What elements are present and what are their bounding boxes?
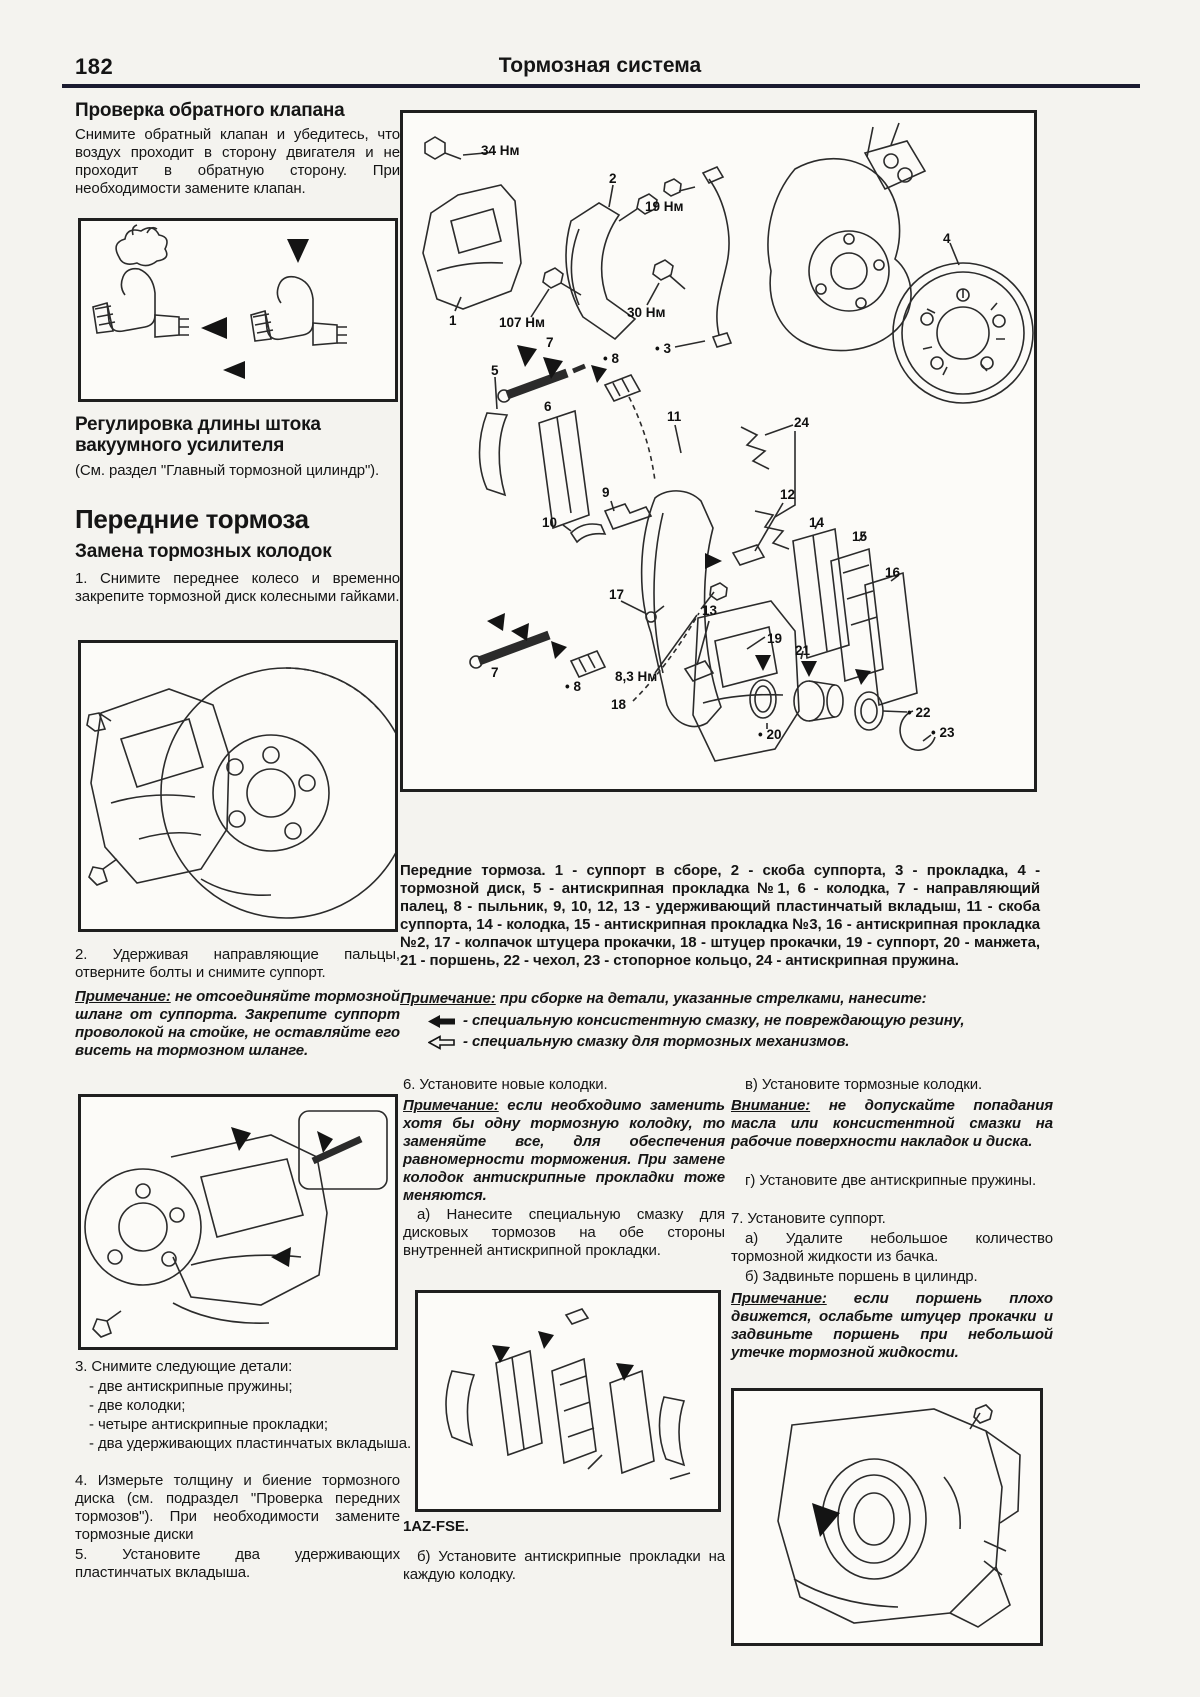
label-part-21: 21 [795,643,811,658]
label-torque-30nm: 30 Нм [627,305,666,320]
warning-note: Внимание: не допускайте попадания масла … [731,1097,1053,1151]
booster-rod-body: (См. раздел "Главный тормозной цилиндр")… [75,462,380,479]
step-6v: в) Установите тормозные колодки. [745,1076,983,1093]
note-1-body: не отсоединяйте тормозной шланг от суппо… [75,988,400,1059]
note-pads: Примечание: если необходимо заменить хот… [403,1097,725,1205]
diagram-caption: Передние тормоза. 1 - суппорт в сборе, 2… [400,862,1040,969]
label-torque-107nm: 107 Нм [499,315,546,330]
label-part-19: 19 [767,631,783,646]
label-part-7a: 7 [546,335,554,350]
warning-body: не допускайте попадания масла или консис… [731,1097,1053,1150]
caliper-piston-drawing [777,1404,1021,1628]
pads-drawing [445,1308,691,1480]
label-part-4: 4 [943,231,951,246]
note-pads-body: если необходимо заменить хотя бы одну то… [403,1097,725,1204]
label-part-20: • 20 [758,727,782,742]
note-1: Примечание: не отсоединяйте тормозной шл… [75,988,400,1060]
outline-arrow-icon [428,1034,455,1050]
step-7a: а) Удалите небольшое количество тормозно… [731,1230,1053,1265]
step-3-item-1: - две антискрипные пружины; [89,1378,293,1395]
section-title-booster-rod: Регулировка длины штока вакуумного усили… [75,414,321,457]
assembly-note-intro: при сборке на детали, указанные стрелкам… [495,990,927,1007]
step-6b: б) Установите антискрипные прокладки на … [403,1548,725,1583]
label-part-3: • 3 [655,341,671,356]
label-part-16: 16 [885,565,901,580]
page-title: Тормозная система [498,54,702,77]
label-part-1: 1 [449,313,457,328]
page-number: 182 [75,54,114,79]
section-subtitle-pad-replacement: Замена тормозных колодок [75,541,332,562]
step-3-item-2: - две колодки; [89,1397,186,1414]
label-part-14: 14 [809,515,825,530]
label-part-17: 17 [609,587,625,602]
step-1: 1. Снимите переднее колесо и временно за… [75,570,400,605]
header-rule [62,84,1140,88]
section-title-check-valve: Проверка обратного клапана [75,100,345,121]
caliper-drawing-1 [86,667,395,919]
step-7: 7. Установите суппорт. [731,1210,886,1227]
step-3: 3. Снимите следующие детали: [75,1358,293,1375]
note-piston-label: Примечание: [731,1290,827,1307]
step-6: 6. Установите новые колодки. [403,1076,608,1093]
label-part-23: • 23 [931,725,955,740]
note-piston: Примечание: если поршень плохо движется,… [731,1290,1053,1362]
step-6g: г) Установите две антискрипные пружины. [745,1172,1037,1189]
label-part-13: 13 [702,603,718,618]
assembly-note-item-outline: - специальную смазку для тормозных механ… [463,1033,850,1050]
step-7b: б) Задвиньте поршень в цилиндр. [745,1268,978,1285]
note-1-label: Примечание: [75,988,171,1005]
check-valve-body: Снимите обратный клапан и убедитесь, что… [75,126,400,197]
assembly-note-label: Примечание: [400,990,496,1007]
step-3-item-4: - два удерживающих пластинчатых вкладыша… [89,1435,412,1452]
label-torque-34nm: 34 Нм [481,143,520,158]
label-part-18: 18 [611,697,627,712]
assembly-note: Примечание: при сборке на детали, указан… [400,990,1040,1051]
note-piston-body: если поршень плохо движется, ослабьте шт… [731,1290,1053,1361]
filled-arrow-icon [428,1014,455,1029]
label-part-5: 5 [491,363,499,378]
label-part-12: 12 [780,487,796,502]
warning-label: Внимание: [731,1097,811,1114]
engine-variant-label: 1AZ-FSE. [403,1518,469,1535]
section-title-front-brakes: Передние тормоза [75,504,309,534]
caliper-drawing-2 [84,1110,388,1338]
label-part-22: • 22 [907,705,931,720]
step-4: 4. Измерьте толщину и биение тормозного … [75,1472,400,1543]
pads-figure [415,1290,721,1512]
caliper-figure-2 [78,1094,398,1350]
assembly-note-item-filled: - специальную консистентную смазку, не п… [463,1012,965,1029]
label-part-24: 24 [794,415,810,430]
step-5: 5. Установите два удерживающих пластинча… [75,1546,400,1581]
check-valve-drawing [92,224,347,379]
label-part-10: 10 [542,515,558,530]
label-part-11: 11 [667,409,682,424]
check-valve-figure [78,218,398,402]
caliper-piston-figure [731,1388,1043,1646]
label-part-8b: • 8 [565,679,581,694]
note-pads-label: Примечание: [403,1097,499,1114]
label-part-8a: • 8 [603,351,619,366]
exploded-diagram-drawing [422,122,1034,762]
label-torque-19nm: 19 Нм [645,199,684,214]
exploded-diagram-figure: 34 Нм 2 19 Нм 107 Нм 30 Нм • 3 1 4 5 7 •… [400,110,1037,792]
label-part-7b: 7 [491,665,499,680]
step-3-item-3: - четыре антискрипные прокладки; [89,1416,328,1433]
label-torque-83nm: 8,3 Нм [615,669,658,684]
caliper-figure-1 [78,640,398,932]
step-6a: а) Нанесите специальную смазку для диско… [403,1206,725,1259]
label-part-2: 2 [609,171,617,186]
label-part-6: 6 [544,399,552,414]
label-part-9: 9 [602,485,610,500]
label-part-15: 15 [852,529,868,544]
step-2: 2. Удерживая направляющие пальцы, отверн… [75,946,400,981]
